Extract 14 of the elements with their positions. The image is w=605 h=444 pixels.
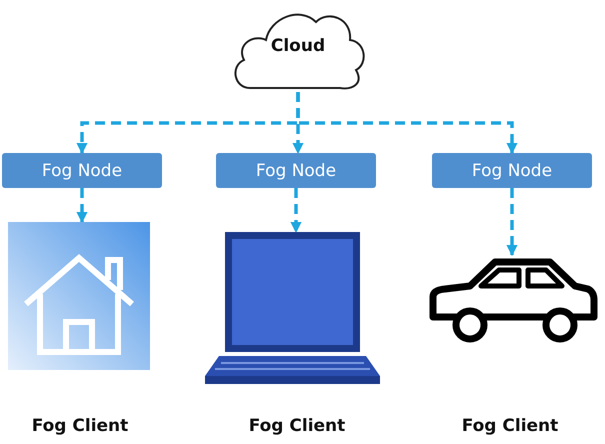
cloud-label: Cloud	[270, 36, 326, 56]
client-label: Fog Client	[462, 416, 558, 436]
fog-node-box	[2, 153, 162, 188]
fog-node-box	[216, 153, 376, 188]
node-label: Fog Node	[42, 160, 122, 180]
dashed-arrow	[296, 92, 518, 154]
dashed-arrow	[506, 188, 518, 256]
node-label: Fog Node	[472, 160, 552, 180]
client-label: Fog Client	[248, 416, 346, 436]
dashed-arrow	[290, 188, 302, 234]
fog-node-box	[432, 153, 592, 188]
client-label: Fog Client	[32, 416, 128, 436]
dashed-arrow	[76, 188, 88, 224]
node-label: Fog Node	[256, 160, 336, 180]
